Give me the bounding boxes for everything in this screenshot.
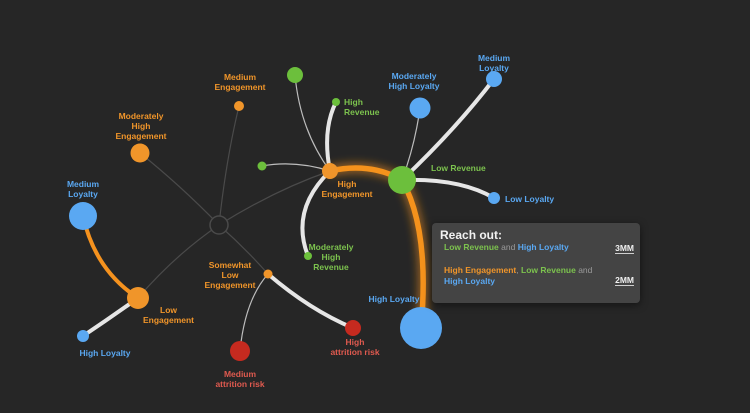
label-high-revenue: High Revenue [344,97,380,117]
link-hub-medium-engagement [218,105,240,226]
label-moderately-high-loyalty: Moderately High Loyalty [388,71,440,91]
callout-row-1[interactable]: Low Revenue and High Loyalty [444,242,609,253]
node-low-loyalty[interactable] [488,192,500,204]
callout-row-1-part-1: Low Revenue [444,242,499,252]
node-somewhat-low-engagement[interactable] [263,269,273,279]
node-medium-attrition[interactable] [230,341,250,361]
label-medium-attrition: Medium attrition risk [215,369,265,389]
node-low-revenue[interactable] [388,166,416,194]
node-medium-loyalty-left[interactable] [69,202,97,230]
thick-links [81,77,496,338]
node-moderately-high-loyalty[interactable] [409,97,431,119]
node-high-loyalty-left[interactable] [77,330,89,342]
label-medium-loyalty-left: Medium Loyalty [66,179,100,199]
label-moderately-high-engagement: Moderately High Engagement [115,111,167,141]
label-high-loyalty-right: High Loyalty [368,294,420,304]
node-green-top[interactable] [287,67,303,83]
node-low-engagement[interactable] [127,287,149,309]
label-low-revenue: Low Revenue [431,163,486,173]
node-moderately-high-engagement[interactable] [130,143,150,163]
link-somewhat-low-high-attrition [266,272,355,330]
label-high-attrition: High attrition risk [330,337,380,357]
link-somewhat-low-medium-attrition [239,273,269,352]
node-high-revenue[interactable] [332,98,340,106]
label-medium-engagement: Medium Engagement [214,72,266,92]
link-green-top [294,74,331,172]
callout-row-2-part-2: Low Revenue [521,265,576,275]
link-medium-loyalty-low-engagement [81,214,140,300]
node-high-loyalty-right[interactable] [400,307,442,349]
label-low-loyalty: Low Loyalty [505,194,555,204]
callout-row-2-part-1: High Engagement [444,265,517,275]
link-low-revenue-medium-loyalty [400,77,496,182]
link-hub-high-engagement [218,170,331,226]
label-low-engagement: Low Engagement [143,305,195,325]
callout-row-1-and: and [501,242,516,252]
node-high-attrition[interactable] [345,320,361,336]
callout-row-2-part-3: High Loyalty [444,276,496,286]
callout-row-2[interactable]: High Engagement, Low Revenue and High Lo… [444,265,609,287]
callout-row-2-and: and [578,265,593,275]
link-hub-low-engagement [137,224,220,299]
label-moderately-high-revenue: Moderately High Revenue [308,242,354,272]
label-high-loyalty-left: High Loyalty [79,348,131,358]
nodes [69,67,502,361]
link-high-engagement-moderately-high-revenue [300,169,332,258]
node-moderately-high-revenue[interactable] [304,252,312,260]
callout-row-1-value[interactable]: 3MM [615,243,634,254]
label-somewhat-low-engagement: Somewhat Low Engagement [204,260,256,290]
node-green-left[interactable] [257,161,267,171]
node-high-engagement[interactable] [322,163,338,179]
link-hub-moderately-high-engagement [139,152,220,226]
callout-row-2-value[interactable]: 2MM [615,275,634,286]
node-medium-loyalty-top[interactable] [486,71,502,87]
label-medium-loyalty-top: Medium Loyalty [477,53,511,73]
label-high-engagement: High Engagement [321,179,373,199]
link-low-revenue-low-loyalty [400,177,496,200]
reach-out-callout: Reach out: Low Revenue and High Loyalty … [432,223,640,303]
callout-row-2-sep: , [516,265,519,275]
link-green-left [261,163,331,172]
callout-title: Reach out: [440,228,503,242]
node-medium-engagement[interactable] [234,101,244,111]
hub-node[interactable] [209,215,229,235]
callout-row-1-part-2: High Loyalty [517,242,569,252]
link-high-engagement-high-revenue [325,100,338,173]
